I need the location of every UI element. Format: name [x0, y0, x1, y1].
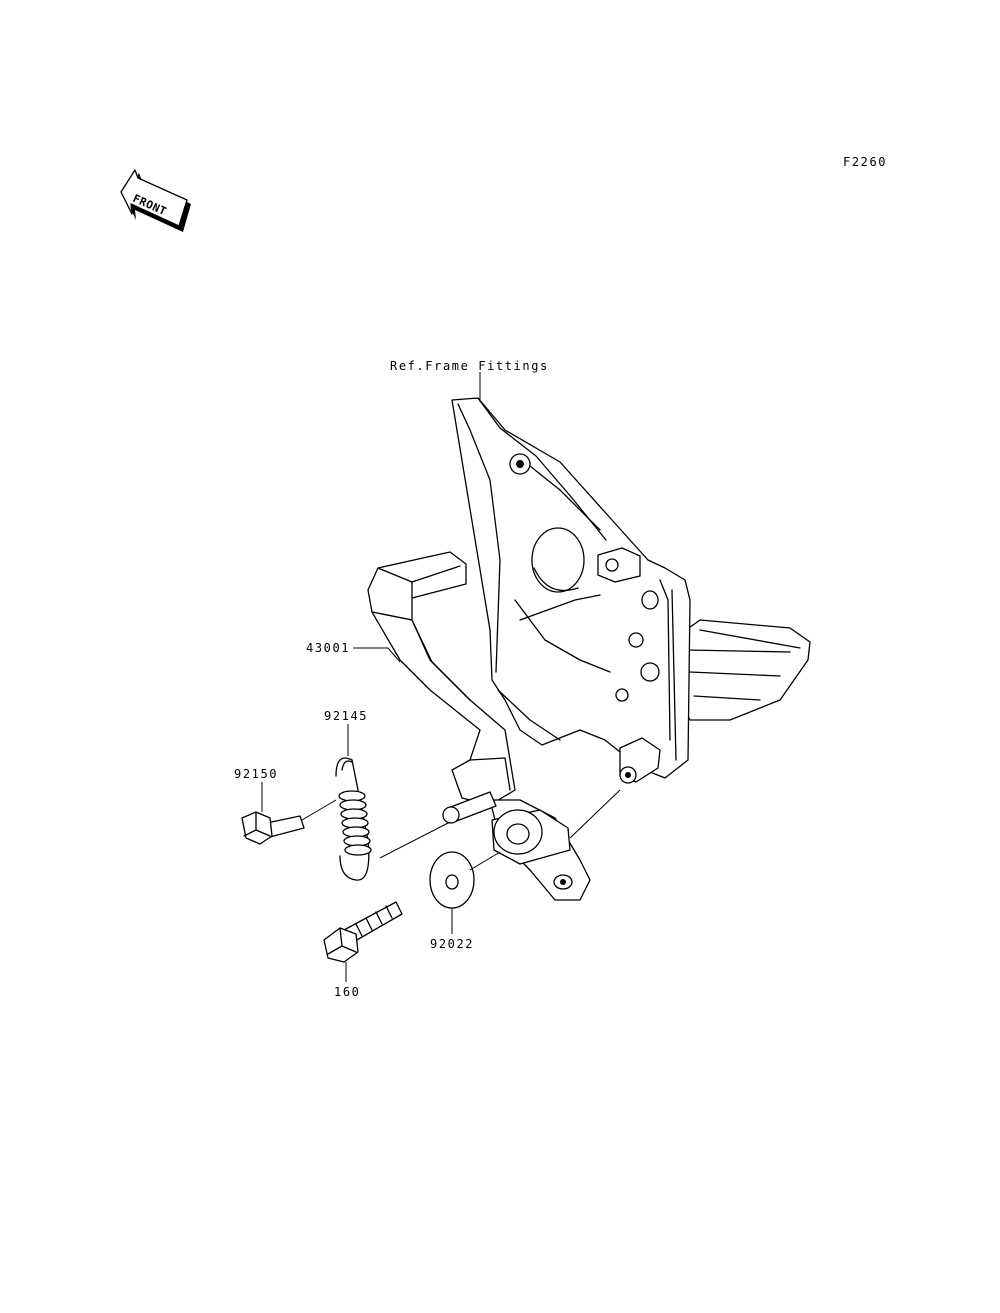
- label-92022: 92022: [430, 937, 474, 951]
- bolt: [323, 901, 403, 963]
- front-arrow-icon: FRONT: [120, 169, 191, 232]
- frame-fitting: [451, 397, 811, 784]
- brake-pedal: [367, 551, 591, 901]
- label-160: 160: [334, 985, 360, 999]
- spring: [335, 757, 372, 881]
- label-43001: 43001: [306, 641, 350, 655]
- pin-bolt: [241, 811, 305, 845]
- label-92150: 92150: [234, 767, 278, 781]
- label-92145: 92145: [324, 709, 368, 723]
- label-frame-fittings: Ref.Frame Fittings: [390, 359, 549, 373]
- washer: [429, 851, 501, 909]
- figure-code: F2260: [843, 155, 887, 169]
